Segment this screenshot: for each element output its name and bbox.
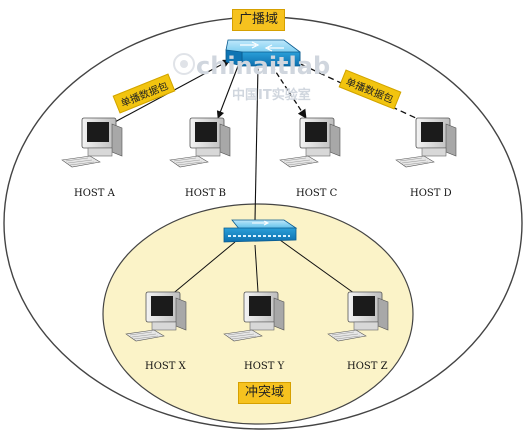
host-label-b: HOST B <box>185 188 226 199</box>
watermark-logo <box>173 53 195 75</box>
host-label-z: HOST Z <box>347 361 388 372</box>
host-label-y: HOST Y <box>244 361 285 372</box>
host-label-c: HOST C <box>296 188 338 199</box>
host-label-x: HOST X <box>145 361 186 372</box>
core-switch <box>225 39 301 67</box>
link-b <box>216 65 239 119</box>
collision-domain-label: 冲突域 <box>238 382 292 404</box>
hub-device <box>223 219 298 243</box>
link-x <box>169 241 236 297</box>
link-z <box>279 239 359 297</box>
link-c <box>271 65 307 119</box>
host-label-a: HOST A <box>74 188 115 199</box>
broadcast-domain-label: 广播域 <box>232 9 286 31</box>
link-y <box>254 244 259 293</box>
uplink-hub <box>254 65 259 221</box>
host-label-d: HOST D <box>410 188 452 199</box>
